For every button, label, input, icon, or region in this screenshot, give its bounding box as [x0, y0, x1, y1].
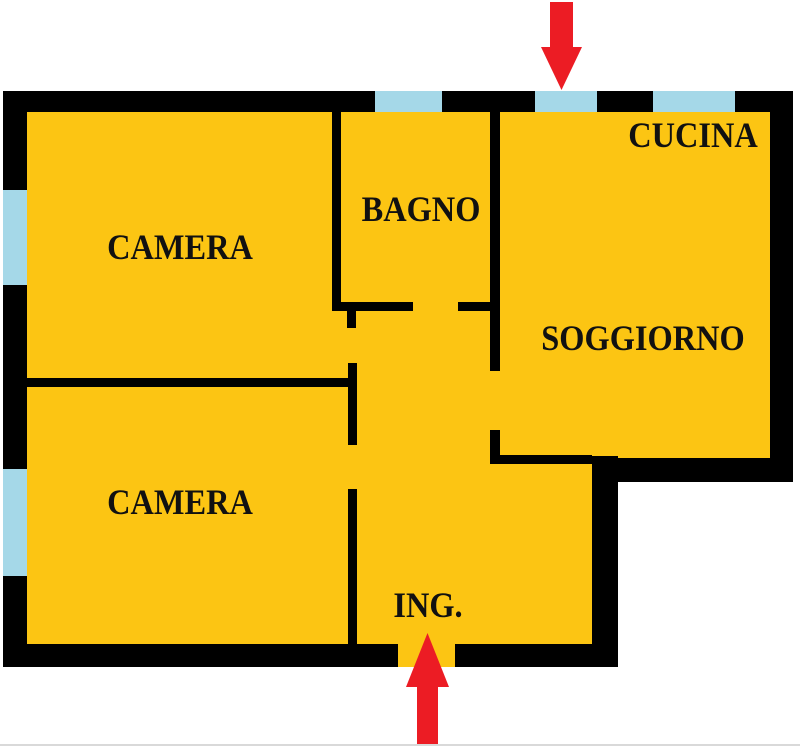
wall-outer-left [3, 91, 27, 667]
window-left-1 [3, 190, 27, 285]
window-top-3 [653, 91, 735, 112]
entrance-arrow-top [541, 2, 582, 90]
window-left-2 [3, 469, 27, 576]
room-label-bagno: BAGNO [361, 189, 481, 229]
room-label-ingresso: ING. [393, 585, 463, 625]
room-label-cucina: CUCINA [628, 115, 758, 155]
wall-corridor-left-upper [348, 363, 357, 445]
image-bottom-border [0, 744, 800, 746]
wall-bagno-bottom-left [332, 302, 413, 311]
entrance-arrow-bottom [406, 633, 449, 744]
arrow-up-icon [406, 633, 449, 687]
floor-area-right-wing [592, 91, 793, 482]
wall-outer-soggiorno-bottom [592, 458, 793, 482]
wall-soggiorno-left-upper [490, 112, 500, 371]
wall-soggiorno-left-lower [490, 430, 500, 464]
wall-bagno-bottom-right [458, 302, 500, 311]
wall-bagno-left [332, 112, 341, 311]
wall-outer-right [770, 91, 793, 482]
room-label-camera-1: CAMERA [107, 227, 253, 267]
window-top-2 [535, 91, 597, 112]
room-label-soggiorno: SOGGIORNO [541, 318, 745, 358]
window-top-1 [375, 91, 442, 112]
wall-outer-bottom-right-segment [455, 644, 618, 667]
wall-between-bedrooms [27, 378, 348, 387]
wall-outer-bottom-left-segment [3, 644, 398, 667]
wall-ing-soggiorno-divider [490, 455, 592, 464]
wall-corridor-left-lower [348, 489, 357, 644]
room-label-camera-2: CAMERA [107, 482, 253, 522]
arrow-shaft [417, 686, 438, 744]
arrow-down-icon [541, 47, 582, 90]
wall-corridor-stub [347, 311, 356, 328]
wall-outer-ing-right [592, 456, 618, 667]
arrow-shaft [550, 2, 573, 49]
